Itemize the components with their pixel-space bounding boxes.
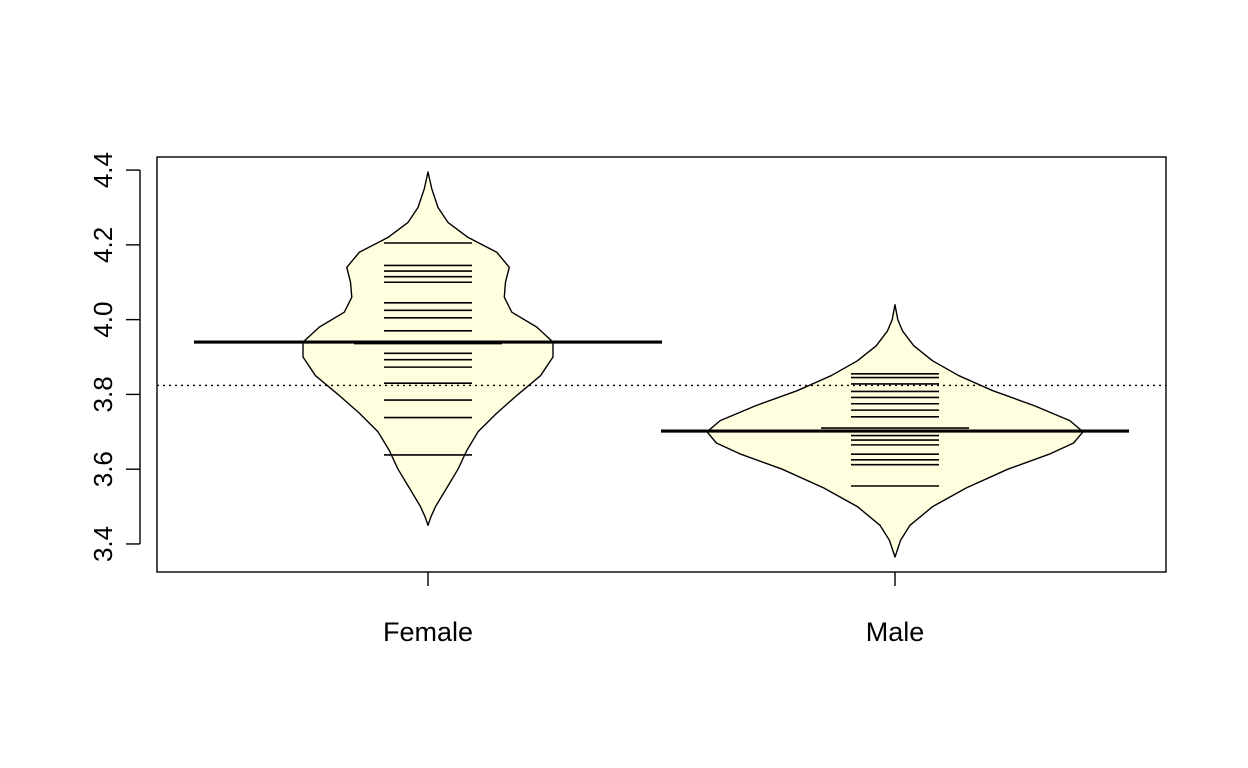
y-axis-tick-label-1: 3.6 [88,451,118,487]
x-axis-label-male: Male [866,617,925,647]
plot-frame [156,156,1167,573]
y-axis-tick-label-0: 3.4 [88,526,118,562]
y-axis-tick-label-4: 4.2 [88,227,118,263]
y-axis-tick-label-3: 4.0 [88,302,118,338]
y-axis-tick-label-5: 4.4 [88,152,118,188]
y-axis-tick-label-2: 3.8 [88,376,118,412]
bean-shape-female [302,171,554,526]
x-axis-label-female: Female [383,617,473,647]
